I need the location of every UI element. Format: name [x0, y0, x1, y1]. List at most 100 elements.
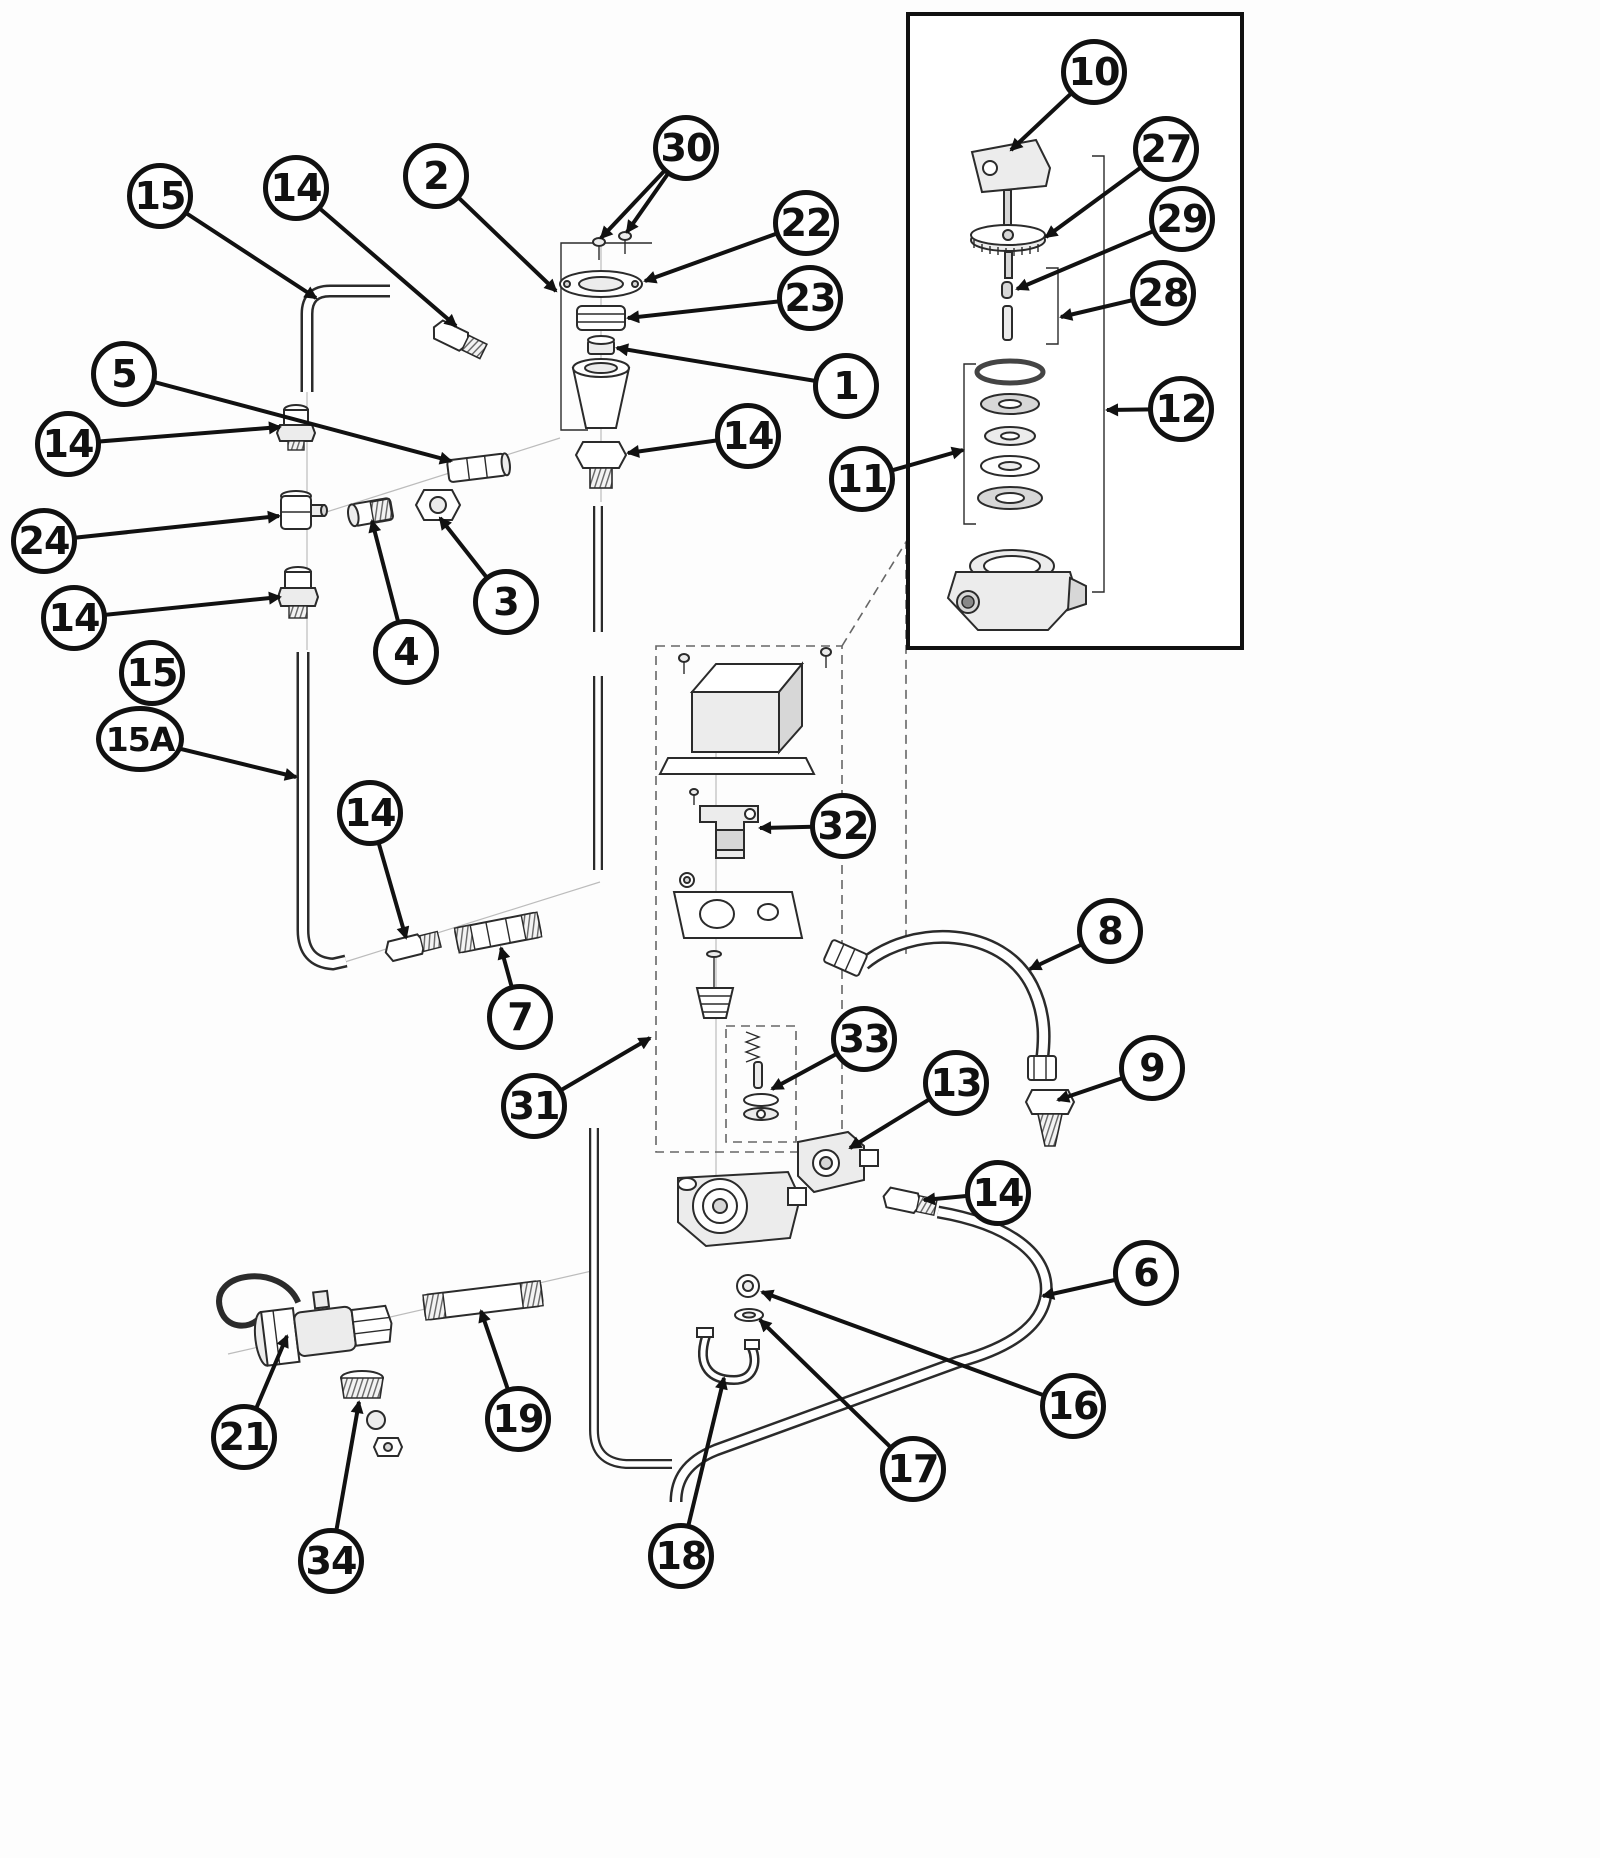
- nut-3: [414, 489, 462, 521]
- stem-28: [1002, 305, 1013, 341]
- pipe-15A: [296, 652, 348, 971]
- callout-18: 18: [648, 1523, 714, 1589]
- nut-16: [736, 1274, 760, 1298]
- coupling-nut-23: [576, 305, 626, 331]
- callout-arrow-14-3: [67, 421, 282, 446]
- callout-28: 28: [1130, 260, 1196, 326]
- screw-30a: [592, 237, 606, 260]
- callout-14-4: 14: [41, 585, 107, 651]
- callout-16: 16: [1040, 1373, 1106, 1439]
- hose-fitting-left: [823, 939, 868, 977]
- diaphragm-stem: [695, 950, 735, 1019]
- union-fitting: [446, 452, 511, 483]
- callout-6: 6: [1113, 1240, 1179, 1306]
- screw-30b: [618, 231, 632, 254]
- inset-border: [906, 12, 1244, 650]
- fitting-34: [340, 1370, 404, 1457]
- handle-stem: [1003, 189, 1012, 227]
- callout-17: 17: [880, 1436, 946, 1502]
- callout-5: 5: [91, 341, 157, 407]
- fitting-14-a: [432, 319, 488, 360]
- hose-8: [859, 930, 1051, 1061]
- callout-14-6: 14: [965, 1160, 1031, 1226]
- hose-end-fittings: [823, 939, 1057, 1081]
- cover-box: [689, 661, 805, 755]
- callout-32: 32: [810, 793, 876, 859]
- callout-14-5: 14: [337, 780, 403, 846]
- callout-15-2: 15: [119, 640, 185, 706]
- callout-arrow-14-1: [294, 186, 458, 328]
- callout-15A: 15A: [96, 706, 184, 772]
- callout-27: 27: [1133, 116, 1199, 182]
- stem-upper: [1004, 251, 1013, 279]
- bracket-11: [963, 363, 976, 525]
- solenoid-valve-assembly: [658, 647, 832, 1248]
- pin-29: [1001, 281, 1013, 299]
- callout-arrow-17: [758, 1318, 915, 1471]
- spout-body: [571, 358, 631, 429]
- callout-23: 23: [777, 265, 843, 331]
- callout-1: 1: [813, 353, 879, 419]
- gasket-plate: [672, 891, 804, 939]
- callout-3: 3: [473, 569, 539, 635]
- valve-24: [280, 490, 328, 530]
- mount-plate: [658, 757, 816, 775]
- valve-body-inset: [946, 549, 1087, 631]
- fitting-14-c: [384, 930, 442, 963]
- solenoid-32: [699, 805, 759, 859]
- clamp-18: [696, 1327, 760, 1386]
- pipe-center-lower: [589, 1128, 672, 1469]
- pipe-15-top: [300, 284, 390, 392]
- pipes: [296, 284, 1053, 1503]
- handle-10: [970, 138, 1052, 194]
- plunger-pin: [753, 1061, 763, 1089]
- washer-17: [734, 1308, 764, 1322]
- callout-7: 7: [487, 984, 553, 1050]
- callout-arrow-14-4: [73, 591, 282, 620]
- callout-24: 24: [11, 508, 77, 574]
- nipple-7: [453, 911, 543, 954]
- screw-c: [689, 788, 699, 805]
- nipple-19: [422, 1279, 544, 1321]
- fitting-14-spout: [574, 441, 628, 489]
- callout-33: 33: [831, 1006, 897, 1072]
- washer-1: [587, 335, 615, 355]
- callout-arrow-1: [615, 343, 847, 388]
- repair-kit-33: [743, 1031, 779, 1121]
- callout-arrow-16: [760, 1289, 1074, 1408]
- screw-a: [678, 653, 690, 674]
- callout-14-1: 14: [263, 155, 329, 221]
- fitting-14-b: [276, 566, 320, 619]
- elbow-13: [797, 1130, 879, 1194]
- assembly-31-outline: [655, 645, 843, 1153]
- callout-2: 2: [403, 143, 469, 209]
- bracket-12: [1092, 155, 1105, 593]
- ball-valve-21: [216, 1273, 393, 1367]
- callout-31: 31: [501, 1073, 567, 1139]
- callout-12: 12: [1148, 376, 1214, 442]
- callout-19: 19: [485, 1386, 551, 1452]
- callout-22: 22: [773, 190, 839, 256]
- spring: [744, 1031, 761, 1063]
- screw-b: [820, 647, 832, 668]
- kit-33-outline: [725, 1025, 797, 1143]
- inset-assembly: [906, 12, 1244, 650]
- callout-arrow-5: [123, 372, 453, 465]
- callout-21: 21: [211, 1404, 277, 1470]
- left-fittings: [275, 319, 543, 963]
- callout-13: 13: [923, 1050, 989, 1116]
- washer-small: [679, 872, 695, 888]
- bracket-28: [1046, 267, 1059, 345]
- callout-30: 30: [653, 115, 719, 181]
- valve-body-main: [677, 1170, 807, 1248]
- wheel-27: [970, 224, 1046, 256]
- callout-14-3: 14: [35, 411, 101, 477]
- callout-34: 34: [298, 1528, 364, 1594]
- fitting-4: [347, 497, 394, 528]
- callout-9: 9: [1119, 1035, 1185, 1101]
- spout-assembly: [559, 231, 652, 489]
- callout-arrow-24: [43, 510, 281, 543]
- callout-15-1: 15: [127, 163, 193, 229]
- callout-14-2: 14: [715, 403, 781, 469]
